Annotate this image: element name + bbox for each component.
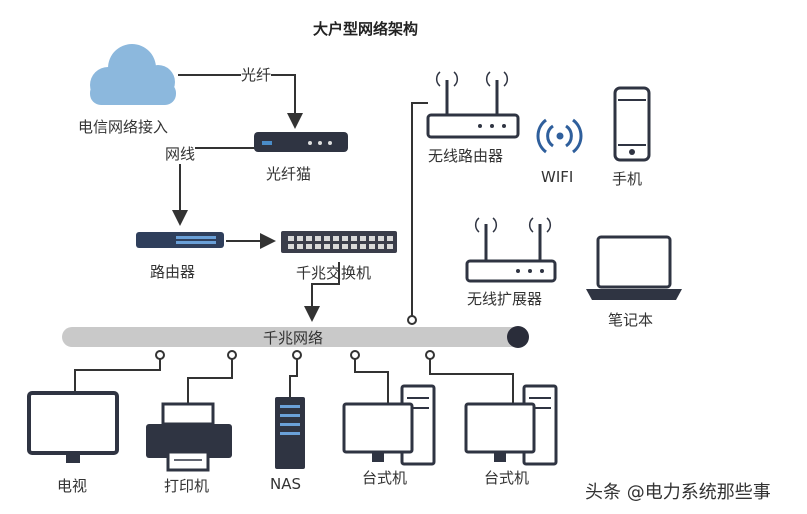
nas-label: NAS [270, 475, 302, 493]
wifi-icon [536, 118, 583, 154]
desktop-icon-2 [464, 384, 558, 466]
cable-label: 网线 [165, 143, 196, 164]
tv-label: 电视 [57, 477, 88, 495]
cloud-icon [90, 44, 176, 105]
wireless-router-icon [426, 71, 520, 139]
wireless-router-label: 无线路由器 [428, 147, 504, 165]
router-label: 路由器 [150, 263, 196, 281]
switch-label: 千兆交换机 [296, 264, 372, 282]
diagram-title: 大户型网络架构 [313, 20, 419, 38]
router-icon [136, 232, 224, 248]
laptop-label: 笔记本 [608, 311, 654, 329]
backbone-end-cap [507, 326, 529, 348]
internet-label: 电信网络接入 [78, 118, 169, 136]
desktop-label-2: 台式机 [484, 469, 530, 487]
connection-lines [74, 74, 514, 404]
printer-icon [146, 402, 232, 472]
printer-label: 打印机 [164, 477, 210, 495]
modem-label: 光纤猫 [266, 165, 312, 183]
extender-icon [465, 217, 557, 283]
wifi-label: WIFI [541, 168, 574, 186]
desktop-icon-1 [342, 384, 436, 466]
backbone-label: 千兆网络 [263, 329, 324, 347]
switch-icon [281, 231, 397, 253]
desktop-label-1: 台式机 [362, 469, 408, 487]
backbone-bar [62, 327, 524, 347]
nas-icon [275, 397, 305, 469]
watermark: 头条 @电力系统那些事 [585, 482, 771, 503]
port-circles [155, 315, 435, 360]
fiber-label: 光纤 [241, 64, 272, 85]
phone-icon [613, 86, 651, 162]
phone-label: 手机 [612, 170, 643, 188]
modem-icon [254, 132, 348, 152]
tv-icon [27, 391, 119, 463]
extender-label: 无线扩展器 [467, 290, 543, 308]
laptop-icon [586, 235, 682, 300]
